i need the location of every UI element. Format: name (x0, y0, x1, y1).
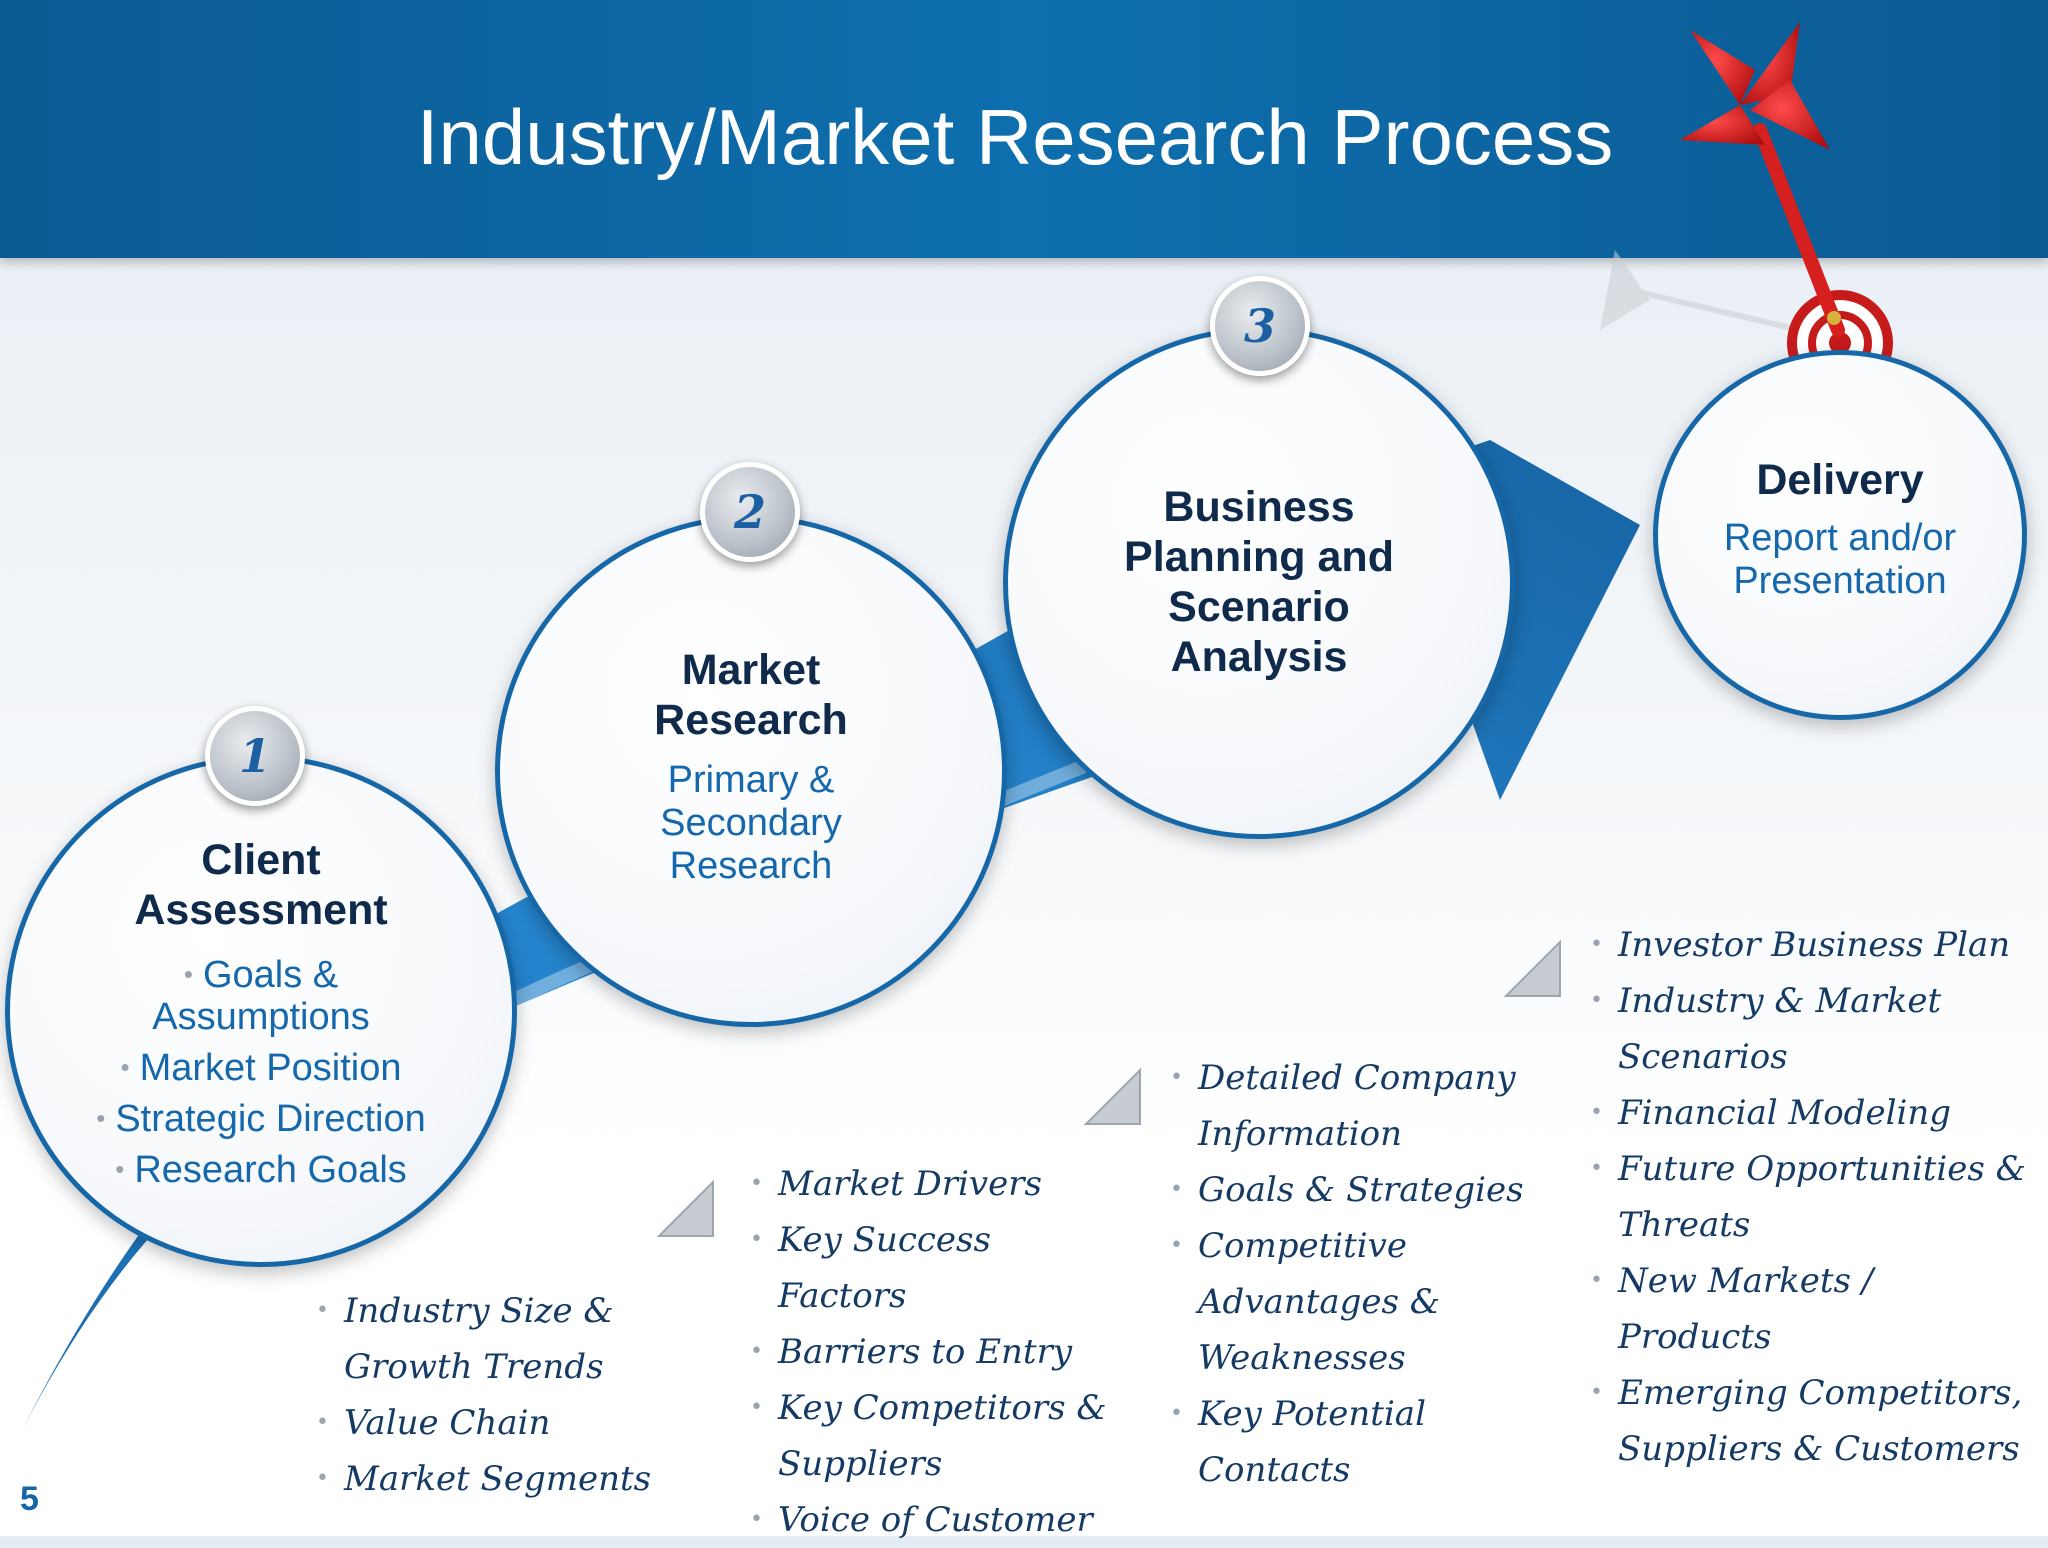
step-2-subtitle: Primary & Secondary Research (660, 759, 842, 887)
delivery-subtitle: Report and/or Presentation (1723, 517, 1957, 602)
step-1-item: Market Position (10, 1046, 512, 1089)
pointer-triangle-icon (1083, 1067, 1141, 1125)
bullet-item: Industry Size & Growth Trends (316, 1283, 676, 1395)
bullet-item: Detailed Company Information (1170, 1050, 1550, 1162)
delivery-title: Delivery (1756, 456, 1924, 504)
pointer-triangle-icon (656, 1179, 714, 1237)
step-2-badge: 2 (700, 462, 800, 562)
step-1-bullets: Industry Size & Growth Trends Value Chai… (316, 1283, 676, 1507)
bullet-item: Market Drivers (750, 1156, 1130, 1212)
bullet-item: Future Opportunities & Threats (1590, 1141, 2030, 1253)
dart-icon (1680, 22, 1845, 337)
bullet-item: Voice of Customer (750, 1492, 1130, 1548)
step-3-badge: 3 (1210, 276, 1310, 376)
step-3-bullets: Detailed Company Information Goals & Str… (1170, 1050, 1550, 1498)
step-1-title: Client Assessment (134, 836, 388, 934)
bullet-item: Key Competitors & Suppliers (750, 1380, 1130, 1492)
bullet-item: Barriers to Entry (750, 1324, 1130, 1380)
delivery-circle: Delivery Report and/or Presentation (1653, 350, 2027, 720)
bullet-item: Value Chain (316, 1395, 676, 1451)
step-3-title: Business Planning and Scenario Analysis (1124, 483, 1394, 681)
bullet-item: Investor Business Plan (1590, 917, 2030, 973)
step-2-circle: Market Research Primary & Secondary Rese… (495, 515, 1007, 1027)
page-number: 5 (20, 1480, 39, 1518)
step-1-item: Goals & Assumptions (10, 953, 512, 1038)
page-title: Industry/Market Research Process (416, 93, 1614, 181)
delivery-bullets: Investor Business Plan Industry & Market… (1590, 917, 2030, 1477)
step-1-item: Strategic Direction (10, 1097, 512, 1140)
bullet-item: Financial Modeling (1590, 1085, 2030, 1141)
step-1-circle: Client Assessment Goals & Assumptions Ma… (5, 755, 517, 1267)
bullet-item: Key Potential Contacts (1170, 1386, 1550, 1498)
bullet-item: Market Segments (316, 1451, 676, 1507)
bullet-item: Industry & Market Scenarios (1590, 973, 2030, 1085)
step-2-title: Market Research (654, 646, 848, 744)
pointer-triangle-icon (1503, 939, 1561, 997)
step-1-item: Research Goals (10, 1148, 512, 1191)
bullet-item: Competitive Advantages & Weaknesses (1170, 1218, 1550, 1386)
bullet-item: Key Success Factors (750, 1212, 1130, 1324)
step-3-circle: Business Planning and Scenario Analysis (1003, 327, 1515, 839)
step-1-badge: 1 (205, 706, 305, 806)
bullet-item: Goals & Strategies (1170, 1162, 1550, 1218)
step-2-bullets: Market Drivers Key Success Factors Barri… (750, 1156, 1130, 1548)
dart-shadow-icon (1600, 250, 1801, 333)
bullet-item: Emerging Competitors, Suppliers & Custom… (1590, 1365, 2030, 1477)
bullet-item: New Markets / Products (1590, 1253, 2030, 1365)
step-1-list: Goals & Assumptions Market Position Stra… (10, 953, 512, 1191)
